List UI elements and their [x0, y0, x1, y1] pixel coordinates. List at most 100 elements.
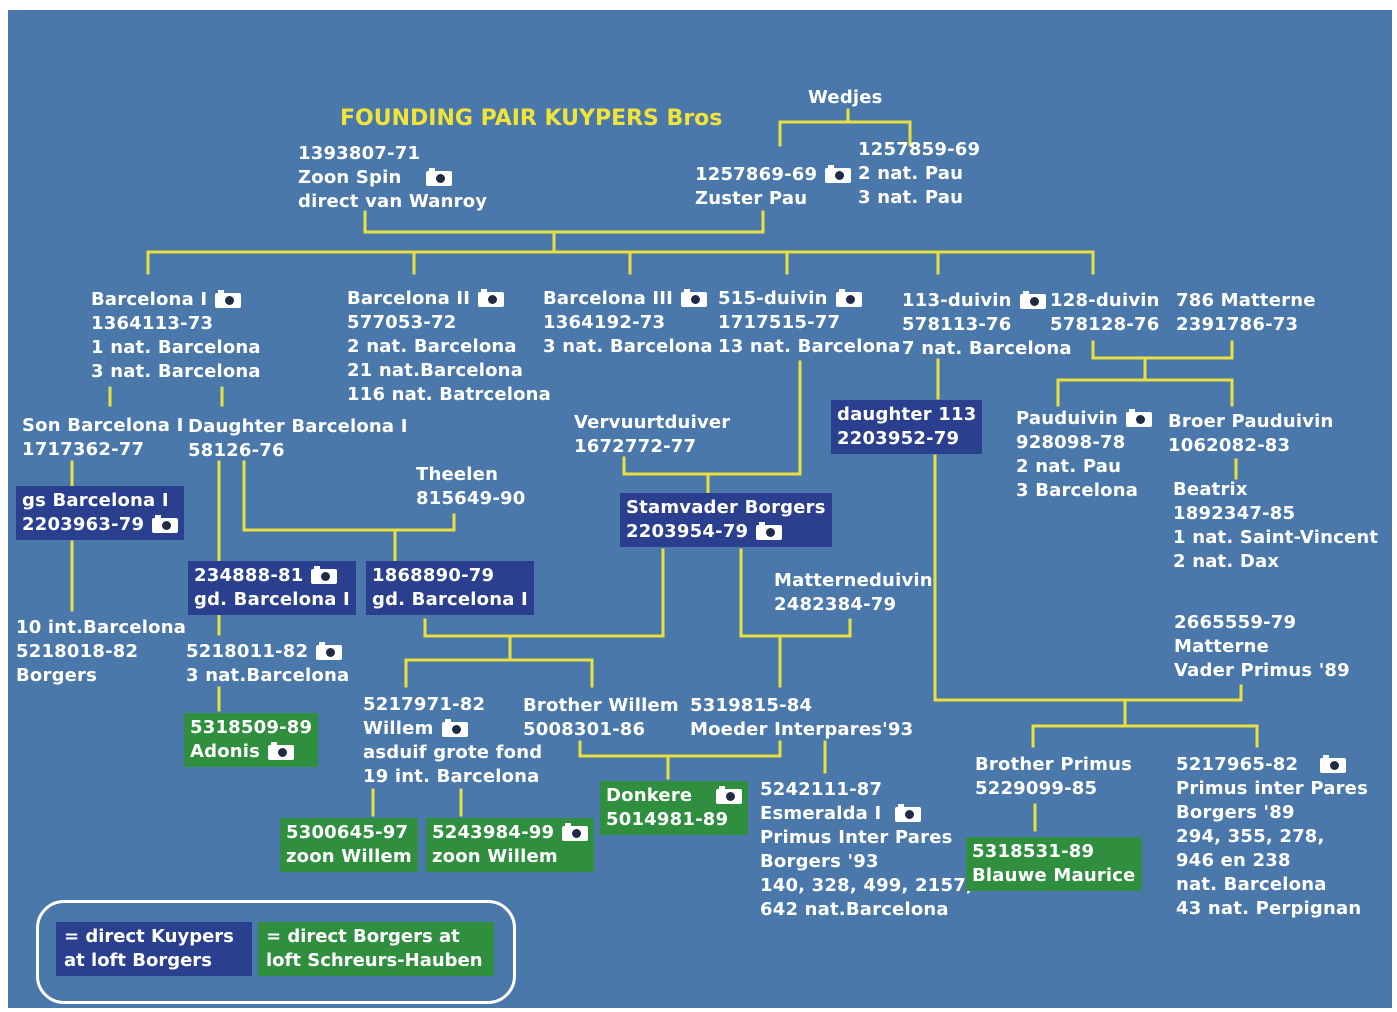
camera-icon[interactable] [835, 288, 862, 307]
ring-number: 1868890-79 [372, 565, 495, 586]
node-name: Primus inter Pares [1176, 778, 1368, 799]
node-brother-primus: Brother Primus 5229099-85 [975, 753, 1132, 801]
node-donkere: Donkere 5014981-89 [600, 781, 749, 835]
node-note: 21 nat.Barcelona [347, 360, 524, 381]
camera-icon[interactable] [441, 718, 468, 737]
ring-number: 1364192-73 [543, 312, 666, 333]
camera-icon[interactable] [478, 288, 505, 307]
node-note: 116 nat. Batrcelona [347, 384, 552, 405]
ring-number: 1257869-69 [695, 164, 818, 185]
camera-icon[interactable] [425, 167, 452, 186]
ring-number: 1717515-77 [718, 312, 841, 333]
ring-number: 2203963-79 [22, 514, 145, 535]
camera-icon[interactable] [215, 289, 242, 308]
node-name: Brother Willem [523, 695, 679, 716]
camera-icon[interactable] [311, 565, 338, 584]
node-name: gd. Barcelona I [194, 589, 350, 610]
node-note: Primus Inter Pares [760, 827, 953, 848]
node-adonis: 5318509-89 Adonis [184, 713, 319, 767]
legend-text: = direct Kuypers [64, 926, 234, 947]
node-1868890-79: 1868890-79 gd. Barcelona I [366, 561, 534, 615]
node-note: 2 nat. Barcelona [347, 336, 517, 357]
ring-number: 234888-81 [194, 565, 304, 586]
node-786-matterne: 786 Matterne 2391786-73 [1176, 289, 1316, 337]
ring-number: 1892347-85 [1173, 503, 1296, 524]
camera-icon[interactable] [756, 521, 783, 540]
node-note: 140, 328, 499, 2157, [760, 875, 973, 896]
ring-number: 2203954-79 [626, 521, 749, 542]
node-note: 43 nat. Perpignan [1176, 898, 1362, 919]
node-note: 3 nat. Barcelona [91, 361, 261, 382]
camera-icon[interactable] [1126, 408, 1153, 427]
node-name: Barcelona III [543, 288, 674, 309]
node-zuster-pau: 1257869-69 Zuster Pau [695, 163, 852, 211]
node-name: Adonis [190, 741, 261, 762]
node-name: Vervuurtduiver [574, 412, 731, 433]
node-stamvader-borgers: Stamvader Borgers 2203954-79 [620, 493, 832, 547]
node-note: 2 nat. Pau [858, 163, 964, 184]
ring-number: 578128-76 [1050, 314, 1160, 335]
camera-icon[interactable] [1019, 290, 1046, 309]
ring-number: 2482384-79 [774, 594, 897, 615]
node-name: Blauwe Maurice [972, 865, 1136, 886]
ring-number: 1257859-69 [858, 139, 981, 160]
camera-icon[interactable] [681, 288, 708, 307]
camera-icon[interactable] [1320, 754, 1347, 773]
node-name: Beatrix [1173, 479, 1248, 500]
node-broer-pauduivin: Broer Pauduivin 1062082-83 [1168, 410, 1334, 458]
node-matterneduivin: Matterneduivin 2482384-79 [774, 569, 933, 617]
node-10-int-barcelona: 10 int.Barcelona 5218018-82 Borgers [16, 616, 186, 688]
node-note: 3 nat. Pau [858, 187, 964, 208]
camera-icon[interactable] [316, 641, 343, 660]
ring-number: 5229099-85 [975, 778, 1098, 799]
node-name: 128-duivin [1050, 290, 1160, 311]
node-note: 2 nat. Dax [1173, 551, 1280, 572]
node-1257859: 1257859-69 2 nat. Pau 3 nat. Pau [858, 138, 980, 210]
camera-icon[interactable] [152, 514, 179, 533]
ring-number: 5300645-97 [286, 822, 409, 843]
node-blauwe-maurice: 5318531-89 Blauwe Maurice [966, 837, 1142, 891]
legend-text: = direct Borgers at [266, 926, 460, 947]
node-name: Pauduivin [1016, 408, 1119, 429]
node-128-duivin: 128-duivin 578128-76 [1050, 289, 1160, 337]
node-name: 113-duivin [902, 290, 1012, 311]
node-wedjes: Wedjes [808, 86, 883, 110]
ring-number: 5218011-82 [186, 641, 309, 662]
camera-icon[interactable] [268, 741, 295, 760]
node-name: gs Barcelona I [22, 490, 169, 511]
node-name: Moeder Interpares'93 [690, 719, 914, 740]
node-zoon-spin: 1393807-71 Zoon Spin direct van Wanroy [298, 142, 487, 214]
ring-number: 2391786-73 [1176, 314, 1299, 335]
node-name: Theelen [416, 464, 499, 485]
node-note: 13 nat. Barcelona [718, 336, 901, 357]
page-title: FOUNDING PAIR KUYPERS Bros [340, 106, 723, 131]
camera-icon[interactable] [716, 785, 743, 804]
node-note: 3 nat.Barcelona [186, 665, 350, 686]
node-note: 1 nat. Barcelona [91, 337, 261, 358]
node-note: direct van Wanroy [298, 191, 488, 212]
node-name: Borgers [16, 665, 98, 686]
node-gs-barcelona-i: gs Barcelona I 2203963-79 [16, 486, 185, 540]
node-name: Broer Pauduivin [1168, 411, 1334, 432]
ring-number: 5014981-89 [606, 809, 729, 830]
node-daughter-113: daughter 113 2203952-79 [831, 400, 983, 454]
legend-text: loft Schreurs-Hauben [266, 950, 483, 971]
ring-number: 1062082-83 [1168, 435, 1291, 456]
ring-number: 5318531-89 [972, 841, 1095, 862]
ring-number: 928098-78 [1016, 432, 1126, 453]
camera-icon[interactable] [825, 164, 852, 183]
camera-icon[interactable] [562, 822, 589, 841]
node-daughter-barcelona-i: Daughter Barcelona I 58126-76 [188, 415, 408, 463]
node-primus-inter-pares: 5217965-82 Primus inter Pares Borgers '8… [1176, 753, 1368, 921]
ring-number: 5319815-84 [690, 695, 813, 716]
node-name: Matterne [1174, 636, 1269, 657]
node-name: Barcelona II [347, 288, 471, 309]
ring-number: 5218018-82 [16, 641, 139, 662]
node-name: gd. Barcelona I [372, 589, 528, 610]
node-name: Stamvader Borgers [626, 497, 826, 518]
camera-icon[interactable] [895, 803, 922, 822]
node-note: 642 nat.Barcelona [760, 899, 949, 920]
ring-number: 2203952-79 [837, 428, 960, 449]
node-note: 19 int. Barcelona [363, 766, 540, 787]
ring-number: 5318509-89 [190, 717, 313, 738]
